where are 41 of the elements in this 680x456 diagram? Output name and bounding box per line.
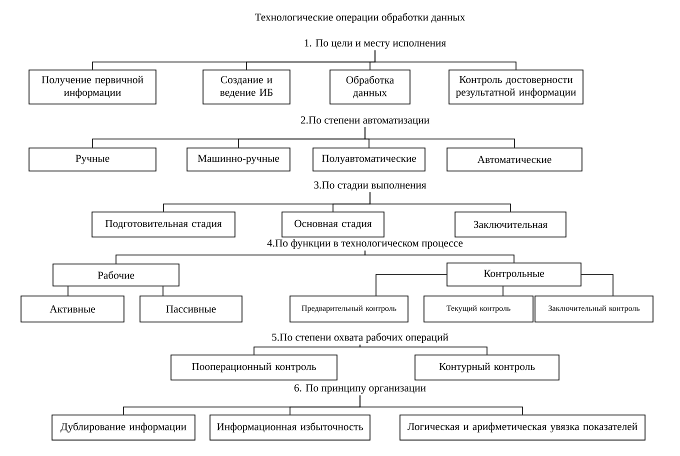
section-heading: 2.По степени автоматизации	[300, 116, 430, 126]
category-box: Контрольные	[446, 262, 582, 286]
category-box: Машинно-ручные	[186, 148, 290, 172]
section-heading: 5.По степени охвата рабочих операций	[272, 333, 448, 343]
category-box: Текущий контроль	[424, 296, 534, 322]
category-box: Основная стадия	[282, 212, 384, 238]
category-box: Пооперационный контроль	[170, 354, 338, 380]
section-heading: 6. По принципу организации	[294, 384, 426, 394]
connector-line	[254, 344, 360, 355]
connector-line	[364, 126, 515, 148]
category-box: Предварительный контроль	[290, 296, 408, 322]
category-box: Информационная избыточность	[210, 414, 370, 440]
connector-line	[370, 192, 511, 212]
category-box: Активные	[20, 296, 124, 322]
category-box: Автоматические	[446, 148, 582, 172]
category-box: Обработка данных	[330, 70, 410, 104]
category-box: Логическая и арифметическая увязка показателей	[400, 414, 646, 440]
connector-line	[162, 286, 164, 296]
category-box: Заключительный контроль	[534, 296, 654, 322]
category-box: Ручные	[28, 148, 156, 172]
category-box: Заключительная	[454, 212, 566, 238]
category-box: Полуавтоматические	[312, 148, 426, 172]
category-box: Создание и ведение ИБ	[202, 70, 290, 104]
category-box: Рабочие	[52, 264, 180, 286]
category-box: Пассивные	[140, 296, 242, 322]
section-heading: 1. По цели и месту исполнения	[304, 39, 446, 49]
diagram-title: Технологические операции обработки данных	[254, 13, 466, 23]
category-box: Подготовительная стадия	[92, 212, 236, 238]
section-heading: 4.По функции в технологическом процессе	[267, 239, 463, 249]
connector-line	[364, 250, 514, 264]
connector-line	[374, 50, 516, 70]
category-box: Контроль достоверности результатной информации	[448, 70, 584, 104]
connector-line	[360, 344, 488, 355]
connector-line	[502, 286, 504, 296]
category-box: Дублирование информации	[52, 414, 196, 440]
section-heading: 3.По стадии выполнения	[314, 181, 426, 191]
connector-line	[360, 395, 523, 415]
connector-line	[581, 274, 614, 296]
category-box: Контурный контроль	[414, 354, 560, 380]
connector-line	[376, 274, 447, 296]
category-box: Получение первичной информации	[28, 70, 156, 104]
